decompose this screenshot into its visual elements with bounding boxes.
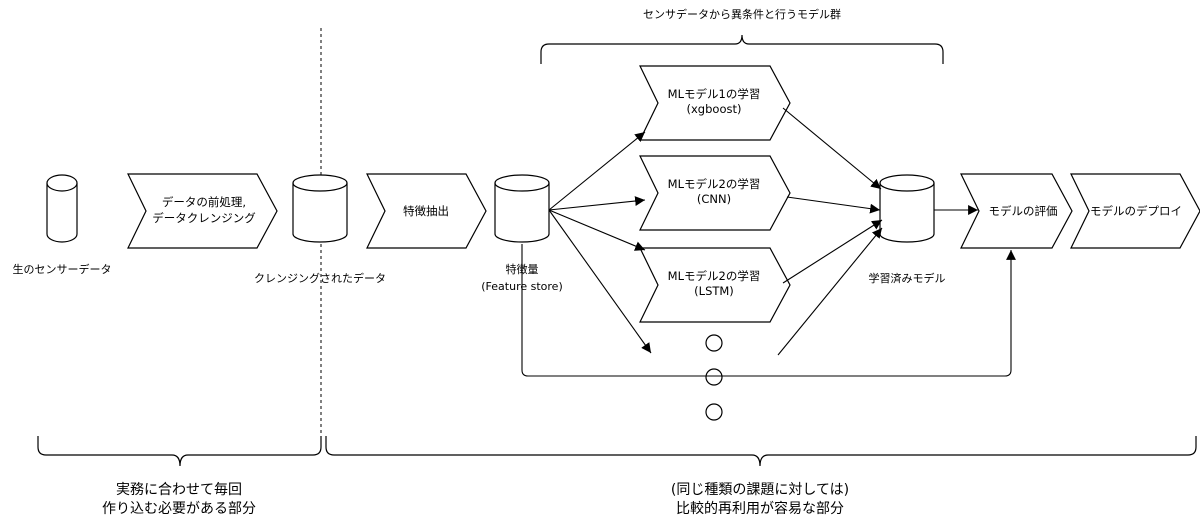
svg-text:データクレンジング: データクレンジング xyxy=(152,211,256,225)
model1-training-step: MLモデル1の学習 (xgboost) xyxy=(639,65,791,141)
svg-text:MLモデル2の学習: MLモデル2の学習 xyxy=(668,269,761,283)
feature-store-cylinder-icon xyxy=(494,174,550,243)
svg-text:モデルの評価: モデルの評価 xyxy=(989,204,1058,218)
deploy-step: モデルのデプロイ xyxy=(1070,173,1200,249)
left-section-label-2: 作り込む必要がある部分 xyxy=(102,501,256,517)
svg-text:データの前処理,: データの前処理, xyxy=(162,195,246,209)
model-group-label: センサデータから異条件と行うモデル群 xyxy=(643,7,841,21)
more-models-dot-1 xyxy=(705,334,723,352)
svg-text:モデルのデプロイ: モデルのデプロイ xyxy=(1090,204,1182,218)
model2-training-step: MLモデル2の学習 (CNN) xyxy=(639,155,791,231)
model-to-trained-arrows xyxy=(777,107,883,356)
left-section-brace xyxy=(37,436,322,467)
feature-store-to-evaluation-arrow xyxy=(521,244,1016,377)
more-models-dot-2 xyxy=(705,368,723,386)
svg-text:特徴抽出: 特徴抽出 xyxy=(403,204,449,218)
right-section-label-2: 比較的再利用が容易な部分 xyxy=(676,500,844,517)
evaluation-step: モデルの評価 xyxy=(960,173,1073,249)
feature-store-arrows xyxy=(548,131,652,354)
svg-text:(xgboost): (xgboost) xyxy=(687,102,742,116)
raw-data-cylinder-icon xyxy=(46,174,78,243)
model3-training-step: MLモデル2の学習 (LSTM) xyxy=(639,247,791,323)
preprocess-step: データの前処理, データクレンジング xyxy=(127,173,278,249)
cleansed-data-cylinder-icon xyxy=(292,174,348,243)
left-section-label-1: 実務に合わせて毎回 xyxy=(116,482,242,498)
svg-text:(CNN): (CNN) xyxy=(697,192,731,206)
svg-text:MLモデル1の学習: MLモデル1の学習 xyxy=(668,87,761,101)
cleansed-data-label: クレンジングされたデータ xyxy=(254,271,386,285)
more-models-dot-3 xyxy=(705,403,723,421)
feature-extraction-step: 特徴抽出 xyxy=(366,173,487,249)
trained-models-label: 学習済みモデル xyxy=(869,271,946,285)
svg-text:(LSTM): (LSTM) xyxy=(694,284,734,298)
right-section-label-1: (同じ種類の課題に対しては) xyxy=(671,482,849,498)
right-section-brace xyxy=(325,436,1197,467)
trained-models-cylinder-icon xyxy=(879,174,935,243)
raw-data-label: 生のセンサーデータ xyxy=(13,262,112,276)
model-group-brace xyxy=(540,34,944,64)
svg-text:MLモデル2の学習: MLモデル2の学習 xyxy=(668,177,761,191)
